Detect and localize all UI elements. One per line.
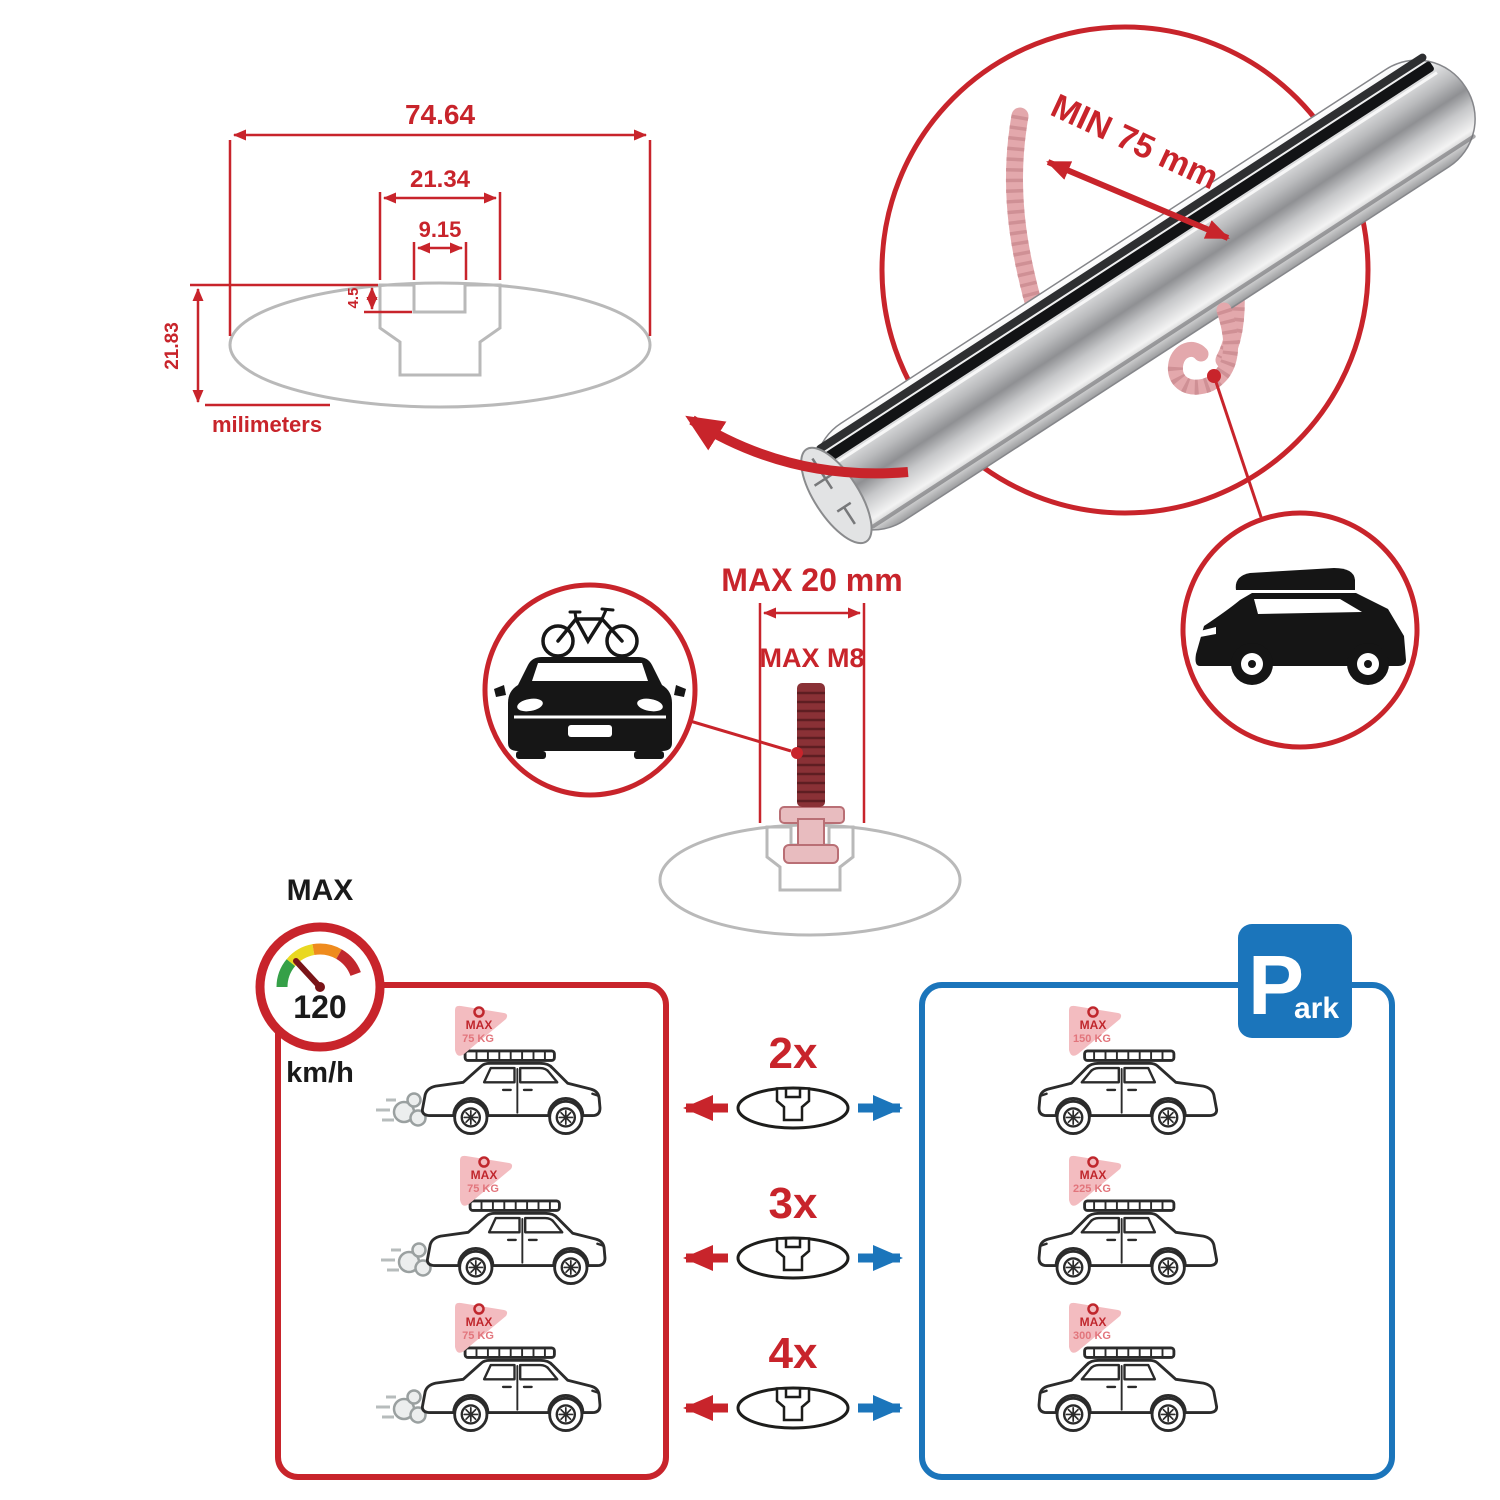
crossbar-profile-icon [736, 1086, 850, 1130]
bolt-diagram: MAX 20 mm MAX M8 [482, 562, 962, 937]
crossbar-count-rows: 2x 3x 4x [683, 1029, 903, 1430]
park-sign-letter: P [1248, 938, 1304, 1032]
dimension-lines [190, 129, 652, 407]
bolt-extension-lines [758, 603, 866, 823]
car-front-icon [494, 657, 686, 759]
profile-ellipse [228, 281, 652, 409]
flag-load: 300 KG [1073, 1330, 1111, 1342]
dim-slot-inner: 9.15 [419, 217, 462, 242]
min-span-arrow [1046, 159, 1230, 241]
speed-max-label: MAX [287, 874, 354, 907]
min-span-label: MIN 75 mm [1045, 87, 1224, 197]
flag-title: MAX [466, 1315, 493, 1329]
dim-profile-height: 21.83 [162, 322, 183, 370]
speed-units: km/h [286, 1057, 354, 1089]
bolt-point-dot [791, 747, 803, 759]
gauge-needle [293, 958, 323, 990]
dim-total-width: 74.64 [405, 99, 475, 130]
flag-title: MAX [1080, 1315, 1107, 1329]
cross-section-diagram: 74.64 21.34 9.15 4.5 21.83 milimeters [162, 99, 652, 437]
crossbar-photo [800, 53, 1476, 545]
speed-limit-badge: MAX 120 km/h [255, 874, 385, 1089]
car-bike-badge [482, 582, 698, 798]
flag-load: 75 KG [462, 1033, 494, 1045]
count-3x: 3x [769, 1179, 818, 1228]
count-2x: 2x [769, 1029, 818, 1078]
flag-title: MAX [471, 1168, 498, 1182]
to-cross-section-arrow-icon [685, 415, 909, 479]
speed-value: 120 [293, 989, 346, 1025]
suv-with-roofbox-icon [1195, 568, 1406, 685]
bar-closeup: MIN 75 mm [685, 24, 1476, 750]
units-label: milimeters [212, 412, 322, 437]
flag-load: 225 KG [1073, 1183, 1111, 1195]
parked-cars: MAX 150 KG MAX 225 KG MAX 300 KG [1037, 1004, 1219, 1433]
park-sign-suffix: ark [1294, 992, 1339, 1025]
connector-line [689, 719, 792, 753]
max-width-label: MAX 20 mm [721, 562, 902, 598]
dim-slot-outer: 21.34 [410, 166, 471, 193]
flag-title: MAX [466, 1018, 493, 1032]
flag-load: 75 KG [462, 1330, 494, 1342]
driving-cars: MAX 75 KG MAX 75 KG MAX 75 KG [374, 1004, 607, 1433]
profile-t-slot [378, 283, 502, 377]
max-thread-label: MAX M8 [759, 643, 864, 673]
t-bolt [779, 683, 845, 864]
flag-load: 150 KG [1073, 1033, 1111, 1045]
load-comparison: P ark MAX 120 km/h 2x 3x [255, 874, 1395, 1480]
crossbar-profile-icon [736, 1236, 850, 1280]
connector-line [1212, 375, 1264, 521]
suv-roofbox-badge [1180, 510, 1420, 750]
bicycle-icon [541, 607, 639, 658]
clamp-hook [1167, 302, 1239, 395]
dim-lip-depth: 4.5 [345, 288, 362, 309]
park-sign: P ark [1238, 924, 1352, 1038]
flag-title: MAX [1080, 1018, 1107, 1032]
magnifier-circle [879, 24, 1371, 516]
flag-load: 75 KG [467, 1183, 499, 1195]
profile-outline [228, 281, 652, 409]
crossbar-profile-icon [736, 1386, 850, 1430]
flag-title: MAX [1080, 1168, 1107, 1182]
count-4x: 4x [769, 1329, 818, 1378]
